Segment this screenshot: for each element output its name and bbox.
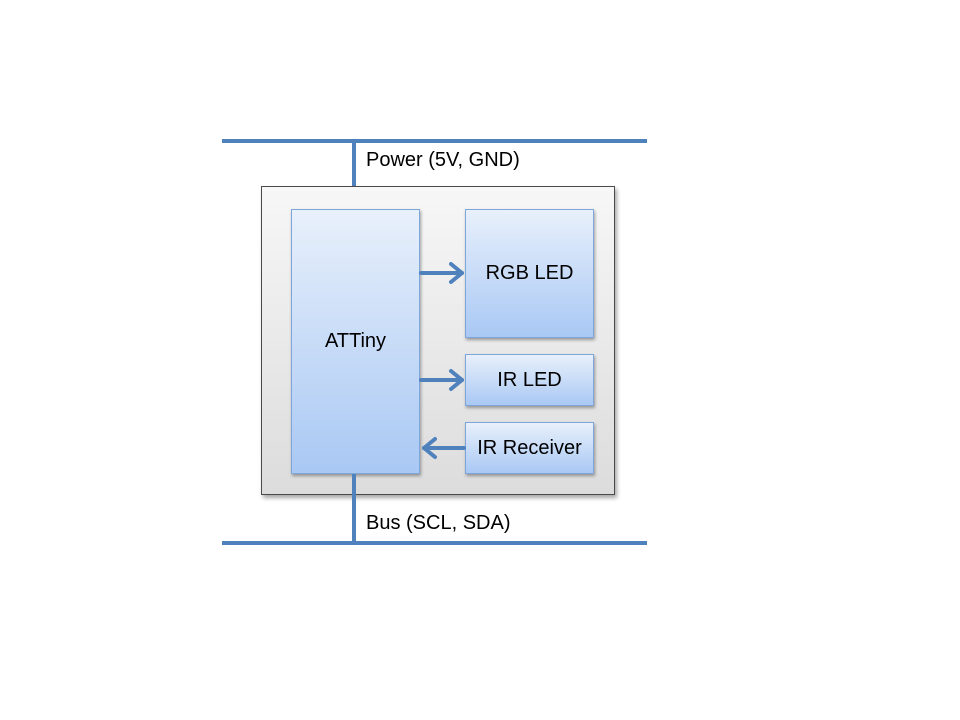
power-label: Power (5V, GND) xyxy=(366,149,520,171)
bus-rail xyxy=(222,541,647,545)
power-rail xyxy=(222,139,647,143)
attiny-block: ATTiny xyxy=(291,209,420,474)
ir-led-block: IR LED xyxy=(465,354,594,406)
bus-label: Bus (SCL, SDA) xyxy=(366,512,511,534)
power-stem xyxy=(352,141,356,211)
rgb-led-block: RGB LED xyxy=(465,209,594,338)
ir-receiver-block: IR Receiver xyxy=(465,422,594,474)
bus-stem xyxy=(352,474,356,544)
